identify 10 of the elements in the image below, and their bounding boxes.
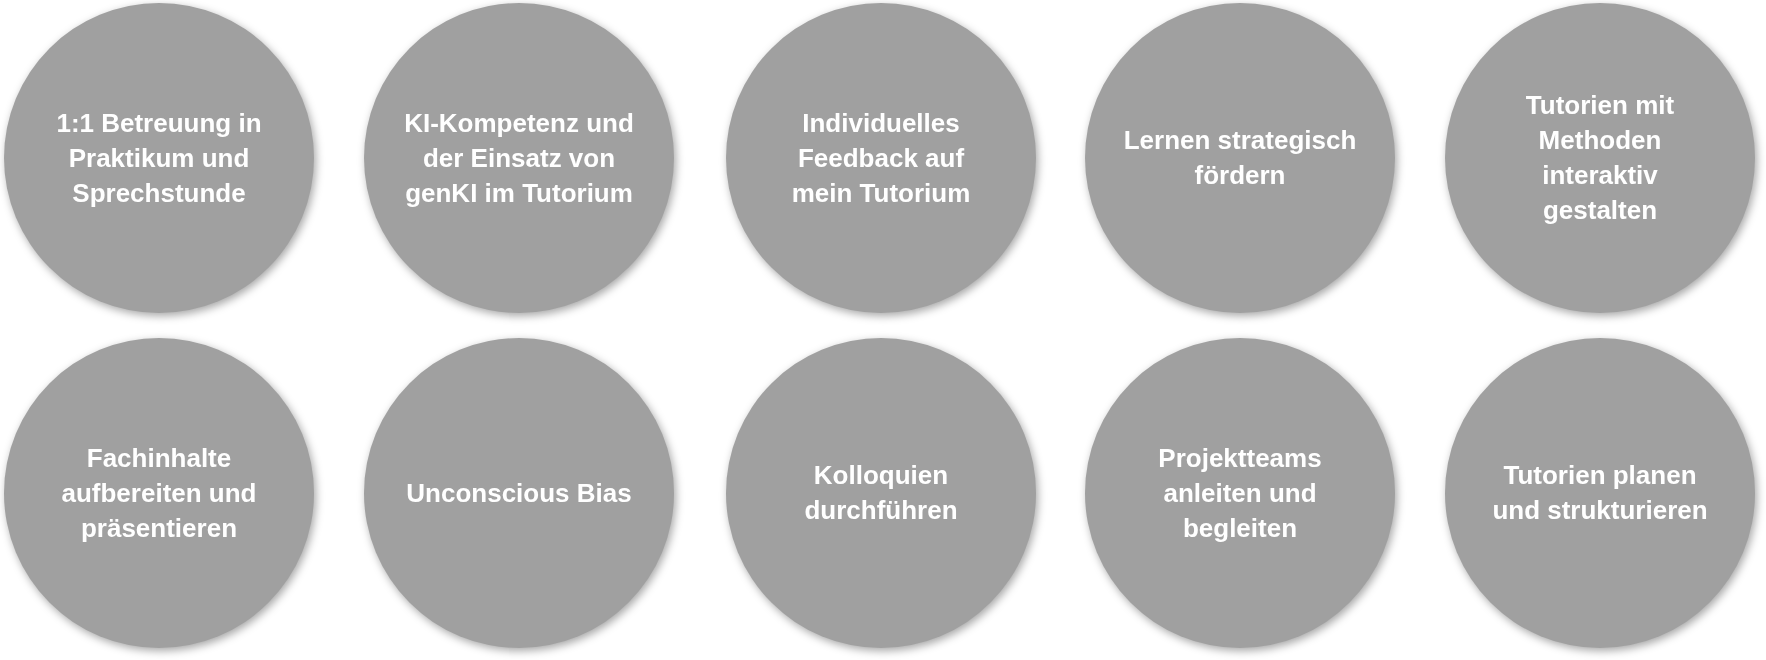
topic-label: Tutorien planen und strukturieren xyxy=(1491,459,1709,527)
topic-label: Individuelles Feedback auf mein Tutorium xyxy=(790,106,972,210)
topic-label: Kolloquien durchführen xyxy=(803,459,959,527)
topic-label: Tutorien mit Methoden interaktiv gestalten xyxy=(1524,89,1676,227)
topic-label: Unconscious Bias xyxy=(406,476,632,510)
topic-label: Projektteams anleiten und begleiten xyxy=(1157,441,1323,545)
topic-label: KI-Kompetenz und der Einsatz von genKI im Tutorium xyxy=(403,106,635,210)
topic-label: Fachinhalte aufbereiten und präsentieren xyxy=(60,441,258,545)
topic-label: 1:1 Betreuung in Praktikum und Sprechstunde xyxy=(55,106,263,210)
topic-label: Lernen strategisch fördern xyxy=(1123,124,1357,192)
